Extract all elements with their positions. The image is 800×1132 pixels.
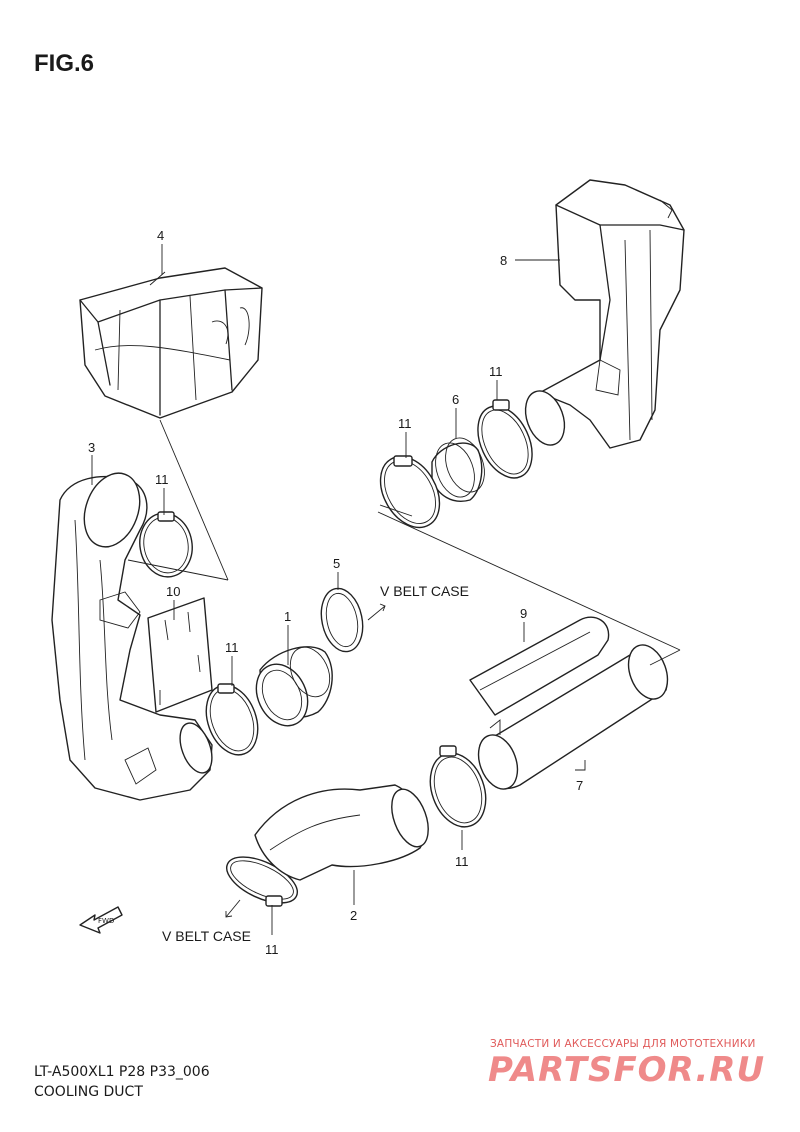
leader-lines xyxy=(91,244,681,935)
callout-11: 11 xyxy=(225,640,239,655)
part-11-clamp-upper-right-b xyxy=(379,455,441,529)
part-1-coupling-sleeve xyxy=(255,646,333,727)
callout-6: 6 xyxy=(452,392,459,407)
part-8-outlet-duct xyxy=(524,179,685,449)
watermark-tagline: ЗАПЧАСТИ И АКСЕССУАРЫ ДЛЯ МОТОТЕХНИКИ xyxy=(490,1038,756,1050)
callout-2: 2 xyxy=(350,908,357,923)
part-11-clamp-center xyxy=(205,683,259,756)
callout-5: 5 xyxy=(333,556,340,571)
callout-3: 3 xyxy=(88,440,95,455)
part-3-intake-duct xyxy=(51,472,213,801)
callout-4: 4 xyxy=(157,228,164,243)
fwd-label: FWD xyxy=(98,917,114,925)
section-name: COOLING DUCT xyxy=(34,1084,143,1100)
part-4-duct-cover xyxy=(79,267,263,419)
callout-11: 11 xyxy=(265,942,279,957)
part-7-long-tube xyxy=(477,644,669,790)
watermark-logo: PARTSFOR.RU xyxy=(488,1050,766,1090)
part-11-clamp-upper-right-a xyxy=(477,399,533,479)
part-11-clamp-bottom xyxy=(226,856,298,907)
v-belt-case-label-upper: V BELT CASE xyxy=(380,583,469,599)
callout-11: 11 xyxy=(455,854,469,869)
callout-9: 9 xyxy=(520,606,527,621)
callout-11: 11 xyxy=(155,472,169,487)
part-6-connector-hose xyxy=(431,437,485,502)
part-5-seal-ring xyxy=(320,587,364,653)
part-10-seal-plate xyxy=(147,597,213,713)
model-code: LT-A500XL1 P28 P33_006 xyxy=(34,1064,210,1080)
part-11-clamp-right-lower xyxy=(429,745,487,828)
callout-8: 8 xyxy=(500,253,507,268)
part-11-clamp-left-upper xyxy=(139,511,193,578)
callout-7: 7 xyxy=(576,778,583,793)
part-2-elbow-hose xyxy=(254,784,429,881)
fwd-direction-arrow: FWD xyxy=(79,906,123,934)
v-belt-case-label-lower: V BELT CASE xyxy=(162,928,251,944)
figure-title: FIG.6 xyxy=(34,50,95,77)
callout-11: 11 xyxy=(398,416,412,431)
callout-10: 10 xyxy=(166,584,180,599)
callout-11: 11 xyxy=(489,364,503,379)
callout-1: 1 xyxy=(284,609,291,624)
part-9-heat-shield xyxy=(469,616,610,716)
